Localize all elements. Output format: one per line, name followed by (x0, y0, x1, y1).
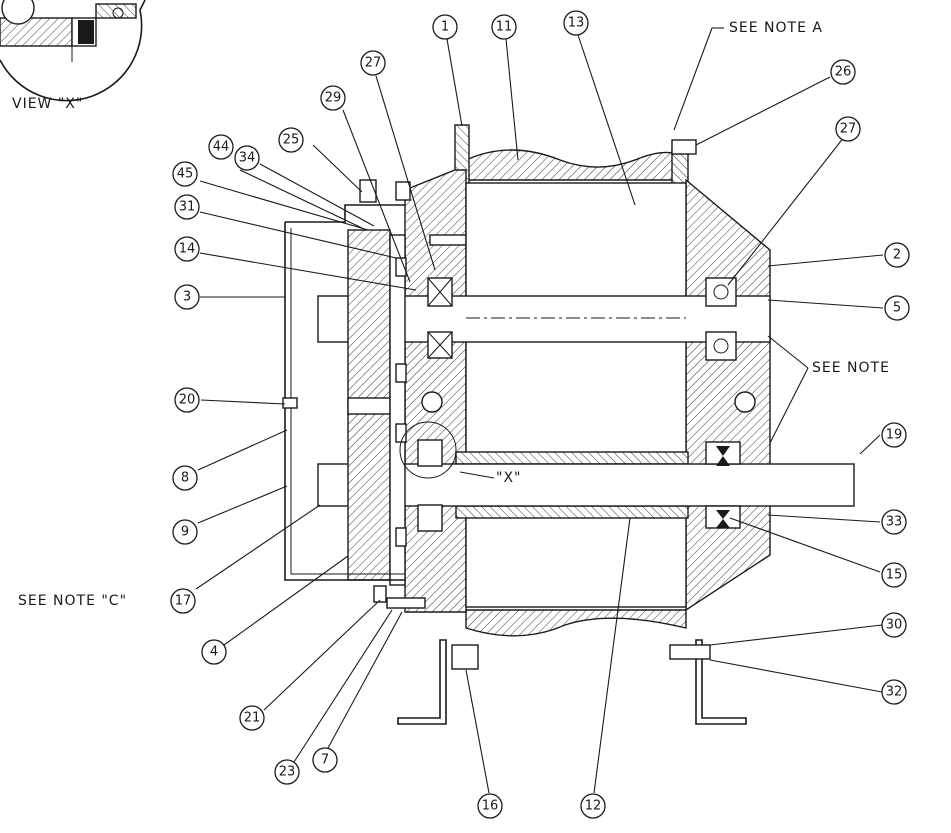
balloon-8: 8 (172, 465, 198, 491)
svg-text:16: 16 (482, 799, 499, 814)
balloon-32: 32 (881, 679, 907, 705)
balloon-23: 23 (274, 759, 300, 785)
balloon-27-top: 27 (360, 50, 386, 76)
guard-cover (282, 204, 405, 581)
balloon-29: 29 (320, 85, 346, 111)
svg-text:12: 12 (585, 799, 602, 814)
svg-text:4: 4 (210, 645, 218, 660)
balloon-26: 26 (830, 59, 856, 85)
svg-text:15: 15 (886, 568, 903, 583)
balloon-12: 12 (580, 793, 606, 819)
svg-text:19: 19 (886, 428, 903, 443)
x-marker-label: "X" (496, 470, 521, 486)
gear-assembly (347, 179, 411, 586)
balloon-14: 14 (174, 236, 200, 262)
svg-text:44: 44 (213, 140, 230, 155)
balloon-33: 33 (881, 509, 907, 535)
view-x-detail (0, 0, 146, 102)
svg-text:29: 29 (325, 91, 342, 106)
balloon-13: 13 (563, 10, 589, 36)
svg-text:14: 14 (179, 242, 196, 257)
view-x-indicator (399, 421, 457, 479)
svg-text:23: 23 (279, 765, 296, 780)
svg-text:25: 25 (283, 133, 300, 148)
leader-lines (195, 27, 884, 794)
balloon-30: 30 (881, 612, 907, 638)
svg-text:27: 27 (840, 122, 857, 137)
svg-text:5: 5 (893, 301, 901, 316)
balloon-2: 2 (884, 242, 910, 268)
mounting-feet (373, 139, 747, 725)
balloon-44: 44 (208, 134, 234, 160)
svg-text:1: 1 (441, 20, 449, 35)
svg-text:27: 27 (365, 56, 382, 71)
svg-text:7: 7 (321, 753, 329, 768)
note-label: SEE NOTE (812, 360, 890, 376)
balloon-15: 15 (881, 562, 907, 588)
balloon-7: 7 (312, 747, 338, 773)
balloon-21: 21 (239, 705, 265, 731)
svg-text:31: 31 (179, 200, 196, 215)
balloon-19: 19 (881, 422, 907, 448)
svg-text:9: 9 (181, 525, 189, 540)
svg-text:33: 33 (886, 515, 903, 530)
balloon-25: 25 (278, 127, 304, 153)
balloon-45: 45 (172, 161, 198, 187)
svg-text:30: 30 (886, 618, 903, 633)
balloon-3: 3 (174, 284, 200, 310)
balloon-5: 5 (884, 295, 910, 321)
svg-text:45: 45 (177, 167, 194, 182)
balloon-1: 1 (432, 14, 458, 40)
lower-shaft (317, 451, 855, 519)
balloon-17: 17 (170, 588, 196, 614)
svg-text:2: 2 (893, 248, 901, 263)
balloon-34: 34 (234, 145, 260, 171)
svg-text:32: 32 (886, 685, 903, 700)
balloon-11: 11 (491, 14, 517, 40)
balloon-27-right: 27 (835, 116, 861, 142)
svg-text:21: 21 (244, 711, 261, 726)
svg-text:17: 17 (175, 594, 192, 609)
svg-text:3: 3 (183, 290, 191, 305)
note-a-label: SEE NOTE A (729, 20, 823, 36)
left-end-plate (404, 169, 467, 613)
view-x-label: VIEW "X" (12, 96, 83, 112)
note-c-label: SEE NOTE "C" (18, 593, 127, 609)
balloon-16: 16 (477, 793, 503, 819)
bearings (417, 277, 741, 532)
svg-text:13: 13 (568, 16, 585, 31)
svg-text:11: 11 (496, 20, 513, 35)
svg-text:26: 26 (835, 65, 852, 80)
balloon-4: 4 (201, 639, 227, 665)
right-end-plate (685, 178, 771, 612)
balloon-9: 9 (172, 519, 198, 545)
svg-text:8: 8 (181, 471, 189, 486)
svg-text:34: 34 (239, 151, 256, 166)
svg-text:20: 20 (179, 393, 196, 408)
drum-interior (465, 182, 687, 608)
balloon-31: 31 (174, 194, 200, 220)
balloon-20: 20 (174, 387, 200, 413)
